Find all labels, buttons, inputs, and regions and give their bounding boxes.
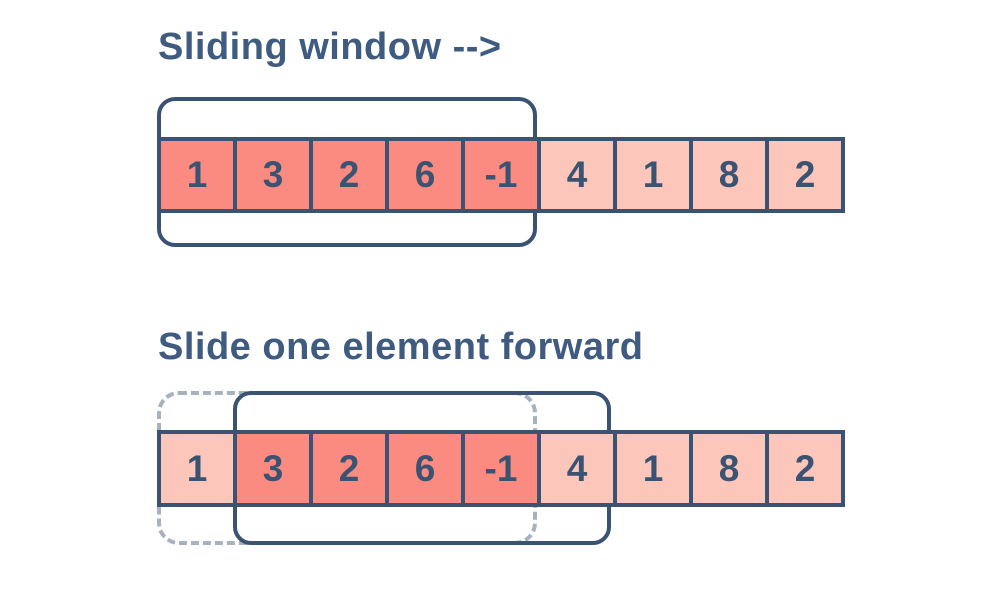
- array-cell: 2: [765, 430, 845, 507]
- diagram-title: Slide one element forward: [158, 326, 644, 368]
- array-cell: 2: [309, 137, 389, 213]
- array-cell: 6: [385, 137, 465, 213]
- array-cell: 1: [157, 137, 237, 213]
- array-cell: 1: [157, 430, 237, 507]
- array-cell: 8: [689, 430, 769, 507]
- array-cell: 2: [765, 137, 845, 213]
- array-cell: 4: [537, 137, 617, 213]
- array-cell: 3: [233, 137, 313, 213]
- array-cell: 8: [689, 137, 769, 213]
- array-row: 1 3 2 6 -1 4 1 8 2: [157, 430, 845, 507]
- array-cell: -1: [461, 137, 541, 213]
- array-row: 1 3 2 6 -1 4 1 8 2: [157, 137, 845, 213]
- array-cell: 1: [613, 137, 693, 213]
- array-cell: 3: [233, 430, 313, 507]
- array-cell: 6: [385, 430, 465, 507]
- diagram-title: Sliding window -->: [158, 26, 502, 68]
- array-cell: 4: [537, 430, 617, 507]
- array-cell: 1: [613, 430, 693, 507]
- array-cell: -1: [461, 430, 541, 507]
- array-cell: 2: [309, 430, 389, 507]
